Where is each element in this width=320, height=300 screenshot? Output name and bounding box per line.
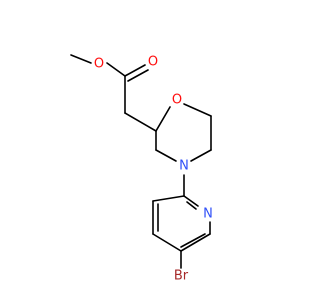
atom-labels: O O O N N Br	[94, 55, 213, 284]
bond-methyl-ester-o	[70, 54, 92, 64]
bond-c5-ring-n	[190, 149, 212, 162]
bond-py-c6-c5-inner	[180, 233, 206, 248]
bond-carbonyl-double-a	[124, 64, 146, 77]
bond-ring-o-c6	[183, 103, 212, 117]
carbonyl-oxygen-label: O	[148, 55, 158, 70]
bond-ester-o-carbonyl-c	[106, 62, 126, 77]
bond-py-c6-c5	[180, 233, 211, 252]
bonds	[70, 54, 212, 269]
bromine-label: Br	[174, 269, 189, 284]
pyridine-nitrogen-label: N	[203, 207, 213, 222]
bond-carbonyl-double-b	[127, 69, 149, 82]
bond-py-c3-c2	[152, 195, 185, 202]
bond-c2-ring-o	[155, 106, 171, 132]
bond-py-c2-n1	[183, 195, 199, 207]
bond-ch2-ring-c2	[124, 112, 157, 132]
structure-diagram: O O O N N Br	[70, 54, 213, 284]
bond-ring-n-c3	[155, 149, 177, 162]
ring-oxygen-label: O	[172, 93, 182, 108]
bond-py-c2-n1-inner	[186, 201, 197, 210]
ring-nitrogen-label: N	[179, 159, 189, 174]
bond-py-c5-c4	[152, 233, 182, 252]
ester-oxygen-label: O	[94, 57, 104, 72]
